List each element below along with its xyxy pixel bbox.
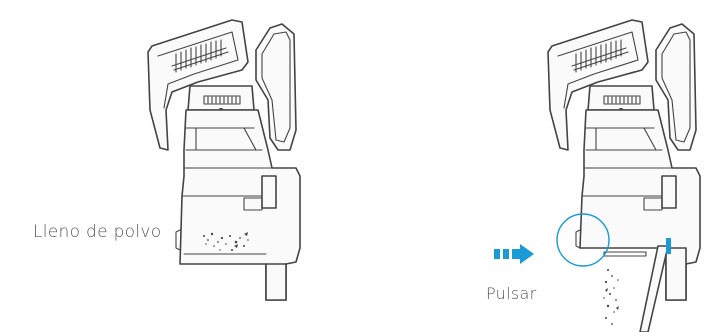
label-full-of-dust: Lleno de polvo: [33, 222, 161, 242]
vacuum-unit-full: [148, 20, 300, 300]
label-press: Pulsar: [486, 284, 536, 303]
vacuum-unit-emptying: [548, 20, 700, 332]
dust-particles-falling: [603, 269, 619, 325]
blue-dashed-arrow-icon: [494, 244, 534, 264]
